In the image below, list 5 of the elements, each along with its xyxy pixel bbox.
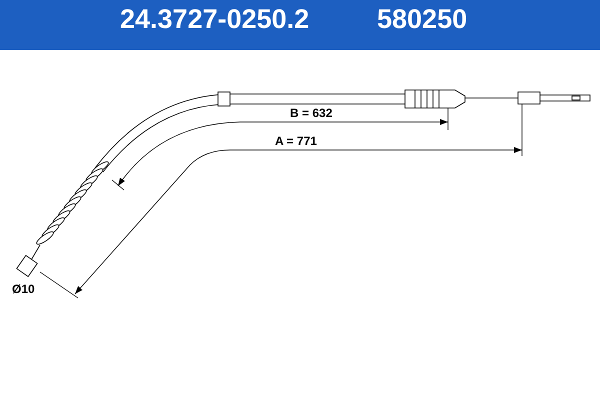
part-number: 24.3727-0250.2 (120, 4, 310, 35)
part-number: 580250 (377, 4, 468, 35)
dimension-label: B = 632 (290, 106, 332, 120)
dimension-label: A = 771 (275, 134, 317, 148)
diameter-label: Ø10 (12, 282, 35, 296)
